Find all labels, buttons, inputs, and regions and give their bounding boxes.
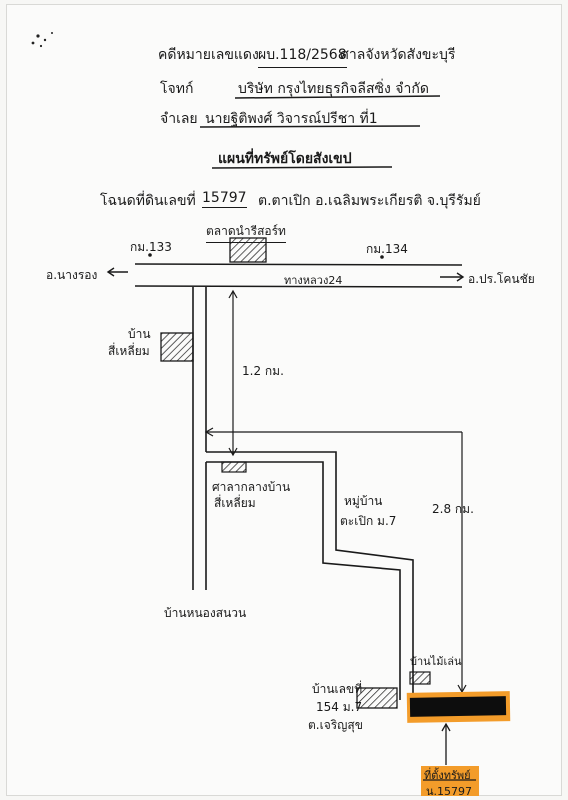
distance-1-label: 1.2 กม.: [242, 364, 284, 378]
deed-prefix: โฉนดที่ดินเลขที่: [100, 193, 196, 209]
house-no-building-hatch-icon: [356, 687, 398, 709]
pavilion-line1: ศาลากลางบ้าน: [212, 480, 291, 494]
to-east-label: อ.ปร.โคนชัย: [468, 272, 535, 286]
km134-label: กม.134: [366, 242, 408, 256]
case-prefix: คดีหมายเลขแดง: [158, 47, 259, 63]
house-name-line2: สี่เหลี่ยม: [108, 344, 150, 358]
pavilion-line2: สี่เหลี่ยม: [214, 496, 256, 510]
plaintiff-underline: [234, 95, 441, 99]
property-label-line2: น.15797: [426, 785, 473, 798]
to-south-label: บ้านหนองสนวน: [164, 606, 247, 620]
court-name: ศาลจังหวัดสังขะบุรี: [340, 47, 456, 63]
km133-label: กม.133: [130, 240, 172, 254]
defendant-underline: [199, 125, 421, 128]
arrow-right-icon: [440, 272, 465, 282]
house-no-line2: 154 ม.7: [316, 700, 363, 714]
property-label-line1: ที่ตั้งทรัพย์: [424, 769, 471, 782]
dist1-dimension: [228, 289, 238, 457]
house-no-line3: ต.เจริญสุข: [308, 718, 363, 732]
km133-dot: [148, 253, 152, 257]
village-line2: ตะเปิก ม.7: [340, 514, 397, 528]
defendant-label: จำเลย: [160, 111, 198, 127]
paper-sheet: [6, 4, 562, 796]
distance-2-label: 2.8 กม.: [432, 502, 474, 516]
defendant-name: นายฐิติพงศ์ วิจารณ์ปรีชา ที่1: [205, 111, 378, 127]
scan-speck-marks: [31, 32, 53, 48]
deed-location: ต.ตาเปิก อ.เฉลิมพระเกียรติ จ.บุรีรัมย์: [258, 193, 481, 209]
plaintiff-label: โจทก์: [160, 81, 194, 97]
to-west-label: อ.นางรอง: [46, 268, 98, 282]
km134-dot: [380, 255, 384, 259]
deed-number: 15797: [202, 190, 247, 208]
house-no-line1: บ้านเลขที่: [312, 682, 363, 696]
market-label: ตลาดนำรีสอร์ท: [206, 222, 286, 243]
property-label-highlight: [421, 766, 479, 796]
title-underline: [211, 166, 393, 169]
house-name-line1: บ้าน: [128, 327, 151, 341]
property-parcel-icon: [409, 696, 507, 717]
arrow-up-icon: [441, 722, 451, 765]
highway-label: ทางหลวง24: [284, 274, 343, 287]
wood-house-label: บ้านไม้เล่น: [410, 655, 462, 668]
wood-house-hatch-icon: [409, 671, 431, 685]
village-line1: หมู่บ้าน: [344, 494, 383, 508]
case-number: ผบ.118/2568: [258, 44, 347, 68]
highway-road: [134, 263, 463, 288]
pavilion-building-hatch-icon: [221, 461, 247, 473]
page-title: แผนที่ทรัพย์โดยสังเขป: [218, 151, 352, 167]
plaintiff-name: บริษัท กรุงไทยธุรกิจลีสซิ่ง จำกัด: [238, 81, 429, 97]
arrow-left-icon: [106, 267, 128, 277]
house-building-hatch-icon: [160, 332, 194, 362]
